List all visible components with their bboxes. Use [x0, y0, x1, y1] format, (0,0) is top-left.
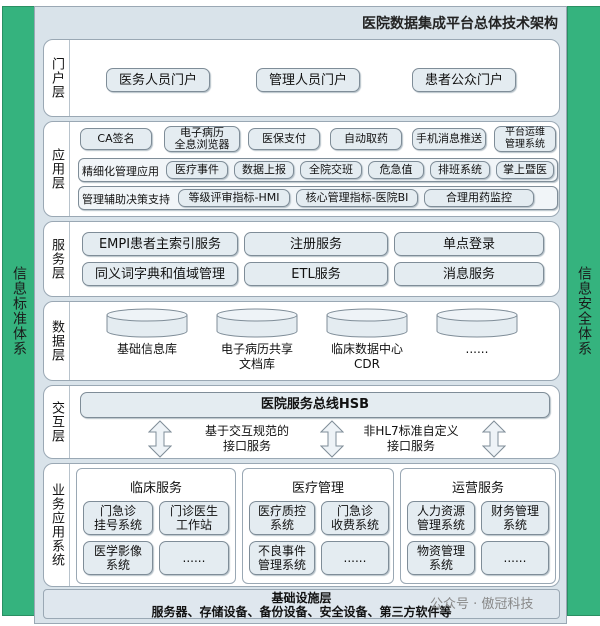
double-arrow-left-icon [148, 420, 172, 458]
app-emr-browser: 电子病历 全息浏览器 [164, 126, 240, 152]
biz-hr-system: 人力资源 管理系统 [407, 501, 475, 535]
group-medical-mgmt: 医疗管理 医疗质控 系统 门急诊 收费系统 不良事件 管理系统 ...... [242, 468, 394, 584]
app-mobile-jinan: 掌上暨医 [496, 161, 554, 179]
info-standard-label: 信息标准体系 [11, 266, 27, 356]
biz-materials-system: 物资管理 系统 [407, 541, 475, 575]
group-clinical: 临床服务 门急诊 挂号系统 门诊医生 工作站 医学影像 系统 ...... [76, 468, 236, 584]
group-operations-title: 运营服务 [451, 481, 504, 496]
architecture-panel: 医院数据集成平台总体技术架构 门户层 医务人员门户 管理人员门户 患者公众门户 … [34, 6, 567, 624]
svc-synonym-dict: 同义词字典和值域管理 [82, 262, 238, 286]
biz-outpatient-doctor: 门诊医生 工作站 [159, 501, 229, 535]
service-layer: 服务层 EMPI患者主索引服务 注册服务 单点登录 同义词字典和值域管理 ETL… [43, 221, 560, 297]
biz-clinical-more: ...... [159, 541, 229, 575]
db-more-label: ...... [465, 342, 489, 356]
exchange-layer: 交互层 医院服务总线HSB 基于交互规范的 接口服务 非HL7标准自定义 接口服… [43, 385, 560, 459]
portal-management: 管理人员门户 [256, 68, 360, 92]
db-emr-share-label: 电子病历共享 文档库 [220, 342, 293, 371]
portal-patient-public: 患者公众门户 [412, 68, 516, 92]
app-mobile-push: 手机消息推送 [412, 128, 486, 150]
app-rational-drug: 合理用药监控 [424, 189, 534, 207]
svc-message: 消息服务 [394, 262, 544, 286]
exchange-left-text: 基于交互规范的 接口服务 [204, 424, 289, 453]
app-ca-sign: CA签名 [80, 128, 152, 150]
diagram-title: 医院数据集成平台总体技术架构 [362, 16, 558, 32]
biz-operations-more: ...... [481, 541, 549, 575]
app-medical-event: 医疗事件 [166, 161, 228, 179]
infrastructure-layer: 基础设施层 服务器、存储设备、备份设备、安全设备、第三方软件等 [43, 589, 560, 619]
biz-outpatient-registration: 门急诊 挂号系统 [83, 501, 153, 535]
biz-medical-more: ...... [321, 541, 389, 575]
portal-medical-staff: 医务人员门户 [106, 68, 210, 92]
svc-registration: 注册服务 [244, 232, 388, 256]
watermark: 公众号 · 傲冠科技 [430, 597, 534, 612]
db-emr-share-icon [216, 308, 298, 338]
app-hmi-indicators: 等级评审指标-HMI [178, 189, 290, 207]
info-standard-system-bar: 信息标准体系 [2, 6, 36, 616]
biz-quality-control: 医疗质控 系统 [249, 501, 315, 535]
data-layer: 数据层 基础信息库 电子病历共享 文档库 临床数据中心 CDR ...... [43, 301, 560, 381]
hsb-bus: 医院服务总线HSB [80, 392, 550, 418]
group-operations: 运营服务 人力资源 管理系统 财务管理 系统 物资管理 系统 ...... [400, 468, 556, 584]
app-platform-ops: 平台运维 管理系统 [494, 126, 556, 152]
db-cdr-label: 临床数据中心 CDR [330, 342, 403, 371]
app-data-report: 数据上报 [234, 161, 294, 179]
svc-empi: EMPI患者主索引服务 [82, 232, 238, 256]
infra-title: 基础设施层 [271, 591, 332, 605]
biz-adverse-event: 不良事件 管理系统 [249, 541, 315, 575]
info-security-system-bar: 信息安全体系 [567, 6, 600, 616]
double-arrow-right-icon [482, 420, 506, 458]
portal-layer: 门户层 医务人员门户 管理人员门户 患者公众门户 [43, 39, 560, 117]
exchange-layer-label: 交互层 [44, 386, 70, 458]
infra-subtitle: 服务器、存储设备、备份设备、安全设备、第三方软件等 [151, 605, 452, 619]
exchange-right-text: 非HL7标准自定义 接口服务 [363, 424, 459, 453]
portal-layer-label: 门户层 [44, 40, 70, 116]
db-cdr-icon [326, 308, 408, 338]
db-basic-info-label: 基础信息库 [116, 342, 177, 356]
biz-medical-imaging: 医学影像 系统 [83, 541, 153, 575]
business-layer-label: 业务应用系统 [44, 464, 70, 586]
business-layer: 业务应用系统 临床服务 门急诊 挂号系统 门诊医生 工作站 医学影像 系统 ..… [43, 463, 560, 587]
app-scheduling: 排班系统 [430, 161, 490, 179]
app-critical-value: 危急值 [368, 161, 424, 179]
svc-sso: 单点登录 [394, 232, 544, 256]
double-arrow-mid-icon [320, 420, 344, 458]
svc-etl: ETL服务 [244, 262, 388, 286]
group-medical-mgmt-title: 医疗管理 [291, 481, 344, 496]
biz-finance-system: 财务管理 系统 [481, 501, 549, 535]
app-refined-mgmt-label: 精细化管理应用 [82, 165, 159, 178]
group-clinical-title: 临床服务 [129, 481, 182, 496]
app-auto-medicine: 自动取药 [330, 128, 402, 150]
app-hospital-bi: 核心管理指标-医院BI [296, 189, 418, 207]
app-decision-support-label: 管理辅助决策支持 [82, 193, 170, 206]
application-layer-label: 应用层 [44, 122, 70, 216]
db-basic-info-icon [106, 308, 188, 338]
db-more-icon [436, 308, 518, 338]
app-shift-handover: 全院交班 [300, 161, 362, 179]
service-layer-label: 服务层 [44, 222, 70, 296]
data-layer-label: 数据层 [44, 302, 70, 380]
biz-outpatient-charge: 门急诊 收费系统 [321, 501, 389, 535]
application-layer: 应用层 CA签名 电子病历 全息浏览器 医保支付 自动取药 手机消息推送 平台运… [43, 121, 560, 217]
app-insurance-pay: 医保支付 [248, 128, 320, 150]
info-security-label: 信息安全体系 [576, 266, 592, 356]
